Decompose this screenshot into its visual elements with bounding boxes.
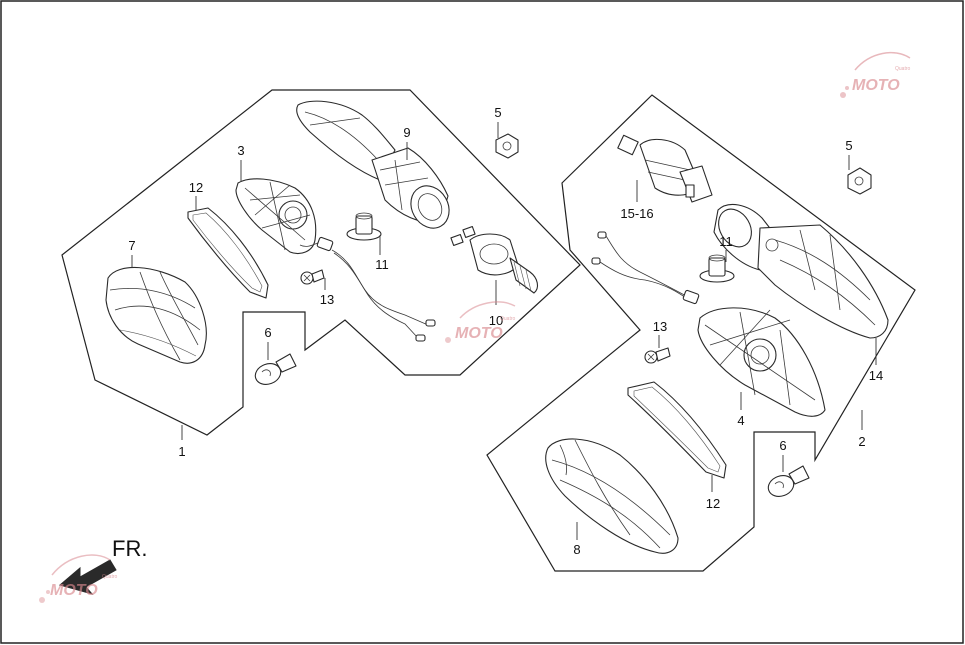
label-part-2: 2 [858,434,865,449]
label-part-7: 7 [128,238,135,253]
watermark-brand-center: MOTO [455,325,503,342]
label-part-14: 14 [869,368,883,383]
gasket-part-12-right [627,381,727,479]
rubber-part-11-left [346,212,382,241]
label-part-6-left: 6 [264,325,271,340]
label-part-6-right: 6 [779,438,786,453]
wire-harness-right [591,231,700,305]
label-part-1: 1 [178,444,185,459]
bulb-part-6-left [254,353,297,385]
wire-harness-left [316,236,436,342]
front-direction-indicator: FR. [58,536,147,595]
front-arrow-icon [58,559,117,595]
label-part-12-left: 12 [189,180,203,195]
connector-part-15-16 [617,134,713,203]
watermark-sub-center: Quatro [500,316,516,322]
watermark-sub-bottom: Quatro [102,574,118,580]
nut-part-5-left [495,133,519,159]
label-part-13-right: 13 [653,319,667,334]
label-part-11-left: 11 [375,257,389,272]
label-part-8: 8 [573,542,580,557]
label-part-5-right: 5 [845,138,852,153]
socket-part-10 [450,225,539,294]
rubber-part-11-right [699,254,735,283]
lamp-body-part-14 [713,203,889,339]
front-direction-label: FR. [112,536,147,561]
label-part-4: 4 [737,413,744,428]
screw-part-13-left [300,269,325,285]
watermark-sub-top: Quatro [895,66,911,72]
watermark-top-right: MOTO Quatro [840,51,911,98]
watermark-brand-top: MOTO [852,77,900,94]
nut-part-5-right [847,167,872,195]
right-assembly-frame [486,94,916,572]
label-part-13-left: 13 [320,292,334,307]
bulb-part-6-right [767,465,810,497]
housing-part-3 [235,178,326,255]
watermark-center: MOTO Quatro [445,301,516,343]
left-assembly-frame [61,89,581,436]
label-part-9: 9 [403,125,410,140]
watermark-brand-bottom: MOTO [50,582,98,599]
screw-part-13-right [644,347,671,364]
label-part-3: 3 [237,143,244,158]
lens-part-8 [545,438,679,554]
gasket-part-12-left [187,207,269,299]
label-part-11-right: 11 [719,234,733,249]
watermark-bottom-left: MOTO Quatro [39,554,118,603]
label-part-10: 10 [489,313,503,328]
leader-lines [131,122,877,540]
label-part-15-16: 15-16 [620,206,653,221]
label-part-12-right: 12 [706,496,720,511]
lens-part-7 [105,267,207,364]
lamp-body-part-9 [296,100,450,229]
part-labels: 1 2 3 4 5 5 6 6 7 8 9 10 11 11 12 12 13 … [128,105,883,557]
housing-part-4 [697,307,826,417]
label-part-5-left: 5 [494,105,501,120]
